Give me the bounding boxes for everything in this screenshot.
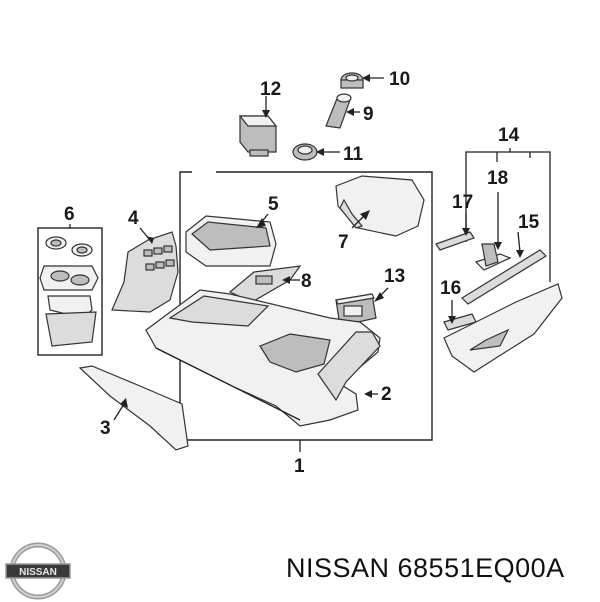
part-9-lighter — [325, 93, 360, 129]
callout-3: 3 — [100, 418, 111, 439]
part-10-cap — [340, 72, 384, 89]
callout-18: 18 — [487, 168, 508, 189]
part-11-ring — [292, 143, 340, 161]
item-14-bracket — [465, 148, 551, 282]
part-13-module — [335, 287, 389, 327]
part-5-tray — [185, 213, 277, 267]
part-16-side-panel — [443, 283, 563, 373]
part-17-strip — [435, 214, 475, 251]
logo-wordmark: NISSAN — [19, 567, 57, 578]
part-4-switch-panel — [111, 227, 179, 313]
callout-4: 4 — [128, 208, 139, 229]
callout-13: 13 — [384, 266, 405, 287]
callout-16: 16 — [440, 278, 461, 299]
cup-holder-box — [37, 224, 103, 356]
part-15-rail — [461, 231, 547, 305]
callout-6: 6 — [64, 204, 75, 225]
callout-10: 10 — [389, 69, 410, 90]
part-3-side-trim — [78, 365, 189, 451]
part-18-bracket — [474, 192, 512, 271]
callout-14: 14 — [498, 125, 520, 146]
part-7-lid — [335, 175, 425, 237]
callout-12: 12 — [260, 79, 281, 100]
callout-17: 17 — [452, 192, 473, 213]
callout-9: 9 — [363, 104, 374, 125]
callout-5: 5 — [268, 194, 279, 215]
callout-15: 15 — [518, 212, 540, 233]
part-1-console-body — [145, 289, 381, 427]
nissan-logo: NISSAN — [5, 542, 71, 600]
part-number-label: NISSAN 68551EQ00A — [286, 553, 565, 583]
callout-2: 2 — [381, 384, 392, 405]
callout-11: 11 — [343, 144, 364, 165]
callout-7: 7 — [338, 232, 349, 253]
callout-1: 1 — [294, 456, 305, 477]
callout-8: 8 — [301, 271, 312, 292]
part-6-cup-holder — [39, 236, 99, 347]
console-assembly-box — [179, 171, 433, 452]
part-12-switch — [238, 96, 278, 157]
